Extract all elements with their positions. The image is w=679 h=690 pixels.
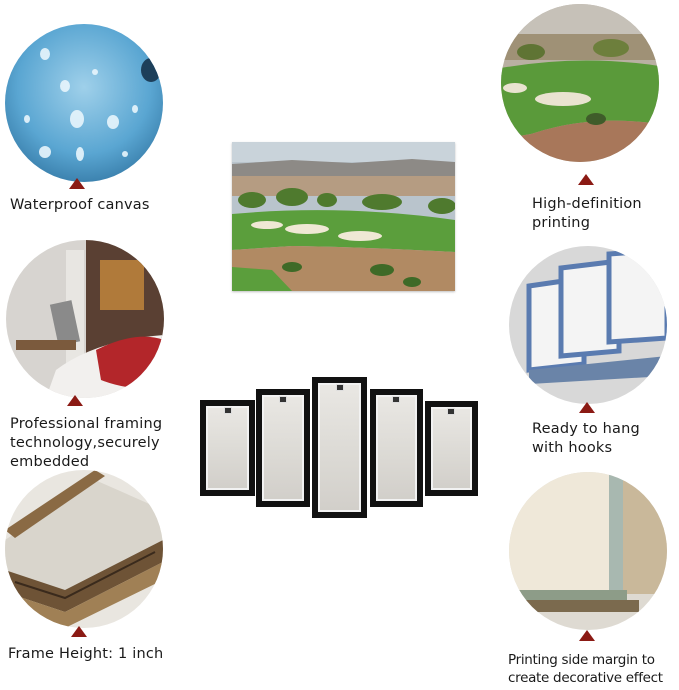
- frame-panel: [256, 389, 310, 507]
- marker-triangle-icon: [67, 395, 83, 406]
- hd-printing-detail-image: [501, 4, 659, 162]
- hook-icon: [336, 384, 344, 391]
- framing-detail-image: [6, 240, 164, 398]
- feature-framing-label: Professional framing technology,securely…: [10, 416, 163, 470]
- feature-frame-height-label: Frame Height: 1 inch: [8, 646, 164, 662]
- side-margin-detail-image: [509, 472, 667, 630]
- marker-triangle-icon: [579, 630, 595, 641]
- feature-hooks-label: Ready to hang with hooks: [532, 421, 640, 456]
- frame-panel: [312, 377, 367, 518]
- marker-triangle-icon: [579, 402, 595, 413]
- feature-waterproof-label: Waterproof canvas: [10, 197, 150, 213]
- hook-icon: [279, 396, 287, 403]
- golf-course-photo: [232, 142, 455, 291]
- hooks-detail-image: [509, 246, 667, 404]
- marker-triangle-icon: [71, 626, 87, 637]
- frame-panel: [370, 389, 423, 507]
- feature-hd-printing-label: High-definition printing: [532, 196, 642, 231]
- marker-triangle-icon: [578, 174, 594, 185]
- hook-icon: [392, 396, 400, 403]
- waterproof-detail-image: [5, 24, 163, 182]
- frame-height-detail-image: [5, 470, 163, 628]
- frame-panel: [200, 400, 255, 496]
- feature-side-margin-label: Printing side margin to create decorativ…: [508, 652, 663, 686]
- marker-triangle-icon: [69, 178, 85, 189]
- frame-panel: [425, 401, 478, 496]
- hook-icon: [447, 408, 455, 415]
- hook-icon: [224, 407, 232, 414]
